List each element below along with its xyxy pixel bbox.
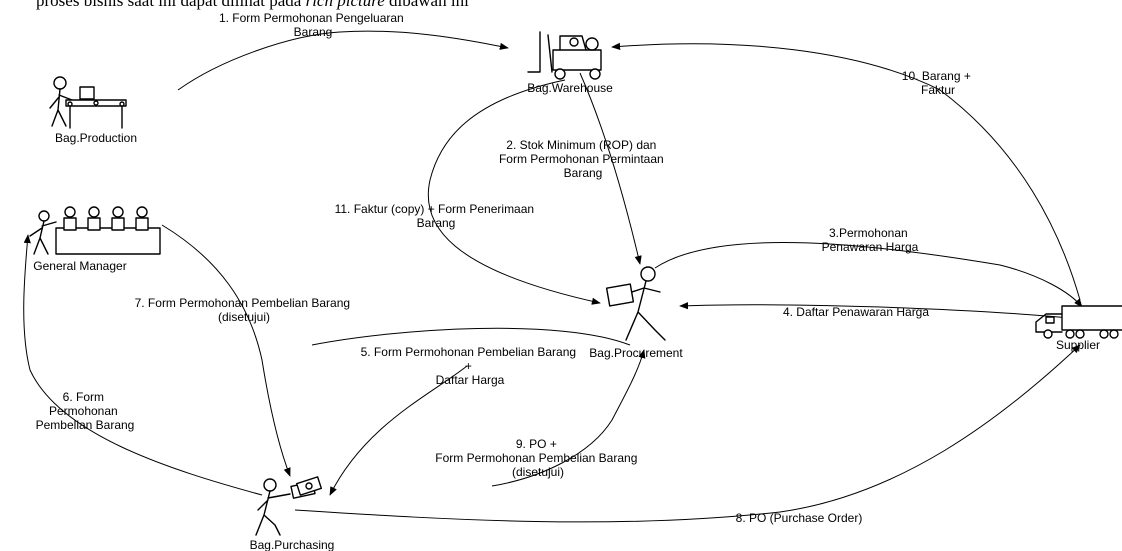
flow-line-6: [23, 234, 263, 496]
flow-3-line-1: 3.Permohonan: [829, 226, 908, 240]
page-caption: proses bisnis saat ini dapat dilihat pad…: [36, 0, 469, 10]
flow-label-2: 2. Stok Minimum (ROP) dan Form Permohona…: [499, 138, 667, 180]
flow-1-line-2: Barang: [294, 25, 333, 39]
flow-9-line-3: (disetujui): [512, 465, 564, 479]
flow-label-9: 9. PO + Form Permohonan Pembelian Barang…: [435, 437, 640, 479]
caption-prefix: proses bisnis saat ini dapat dilihat pad…: [36, 0, 306, 10]
flow-line-10: [611, 42, 1081, 301]
flow-label-10: 10. Barang + Faktur: [902, 69, 974, 97]
flow-label-4: 4. Daftar Penawaran Harga: [783, 305, 929, 319]
flow-label-1: 1. Form Permohonan Pengeluaran Barang: [219, 11, 407, 39]
flow-labels: 1. Form Permohonan Pengeluaran Barang 2.…: [36, 11, 974, 525]
flow-8-line-1: 8. PO (Purchase Order): [736, 511, 863, 525]
flow-6-line-2: Permohonan: [49, 404, 118, 418]
flow-6-line-1: 6. Form: [63, 390, 104, 404]
flow-11-line-1: 11. Faktur (copy) + Form Penerimaan: [335, 202, 535, 216]
flow-2-line-2: Form Permohonan Permintaan: [499, 152, 664, 166]
flow-11-line-2: Barang: [417, 216, 456, 230]
flow-2-line-3: Barang: [564, 166, 603, 180]
flow-1-line-1: 1. Form Permohonan Pengeluaran: [219, 11, 404, 25]
flow-4-line-1: 4. Daftar Penawaran Harga: [783, 305, 929, 319]
flow-line-8: [294, 344, 1081, 523]
flow-label-11: 11. Faktur (copy) + Form Penerimaan Bara…: [335, 202, 538, 230]
procurement-icon: [605, 266, 666, 341]
production-icon: [49, 76, 127, 129]
flow-label-7: 7. Form Permohonan Pembelian Barang (dis…: [135, 296, 354, 324]
flow-line-5: [311, 327, 631, 495]
flow-3-line-2: Penawaran Harga: [822, 240, 919, 254]
flow-line-4: [679, 302, 1071, 319]
flow-5-line-2: +: [465, 359, 472, 373]
flow-line-3: [654, 241, 1083, 308]
flow-label-5: 5. Form Permohonan Pembelian Barang + Da…: [361, 345, 580, 387]
purchasing-label: Bag.Purchasing: [250, 538, 335, 551]
flow-lines: [23, 30, 1083, 523]
caption-italic: rich picture: [306, 0, 386, 10]
production-label: Bag.Production: [55, 131, 137, 145]
flow-9-line-1: 9. PO +: [516, 437, 557, 451]
forklift-icon: [527, 31, 602, 80]
purchasing-icon: [255, 476, 323, 536]
flow-2-line-1: 2. Stok Minimum (ROP) dan: [506, 138, 656, 152]
flow-7-line-2: (disetujui): [218, 310, 270, 324]
flow-10-line-1: 10. Barang +: [902, 69, 971, 83]
flow-10-line-2: Faktur: [921, 83, 955, 97]
flow-label-3: 3.Permohonan Penawaran Harga: [822, 226, 919, 254]
flow-line-7: [161, 224, 291, 477]
flow-line-9: [491, 349, 646, 487]
general-manager-icon: [29, 206, 161, 255]
flow-line-1: [177, 30, 509, 91]
flow-7-line-1: 7. Form Permohonan Pembelian Barang: [135, 296, 350, 310]
warehouse-label: Bag.Warehouse: [527, 81, 613, 95]
flow-6-line-3: Pembelian Barang: [36, 418, 135, 432]
flow-9-line-2: Form Permohonan Pembelian Barang: [435, 451, 637, 465]
flow-5-line-1: 5. Form Permohonan Pembelian Barang: [361, 345, 576, 359]
truck-icon: [1035, 305, 1122, 339]
caption-suffix: dibawah ini: [385, 0, 469, 10]
flow-label-8: 8. PO (Purchase Order): [736, 511, 863, 525]
flow-line-2: [579, 72, 642, 265]
general-manager-label: General Manager: [33, 259, 126, 273]
supplier-label: Supplier: [1056, 338, 1100, 352]
flow-5-line-3: Daftar Harga: [436, 373, 505, 387]
flow-line-11: [427, 79, 601, 305]
flow-label-6: 6. Form Permohonan Pembelian Barang: [36, 390, 135, 432]
procurement-label: Bag.Procurement: [589, 346, 683, 360]
